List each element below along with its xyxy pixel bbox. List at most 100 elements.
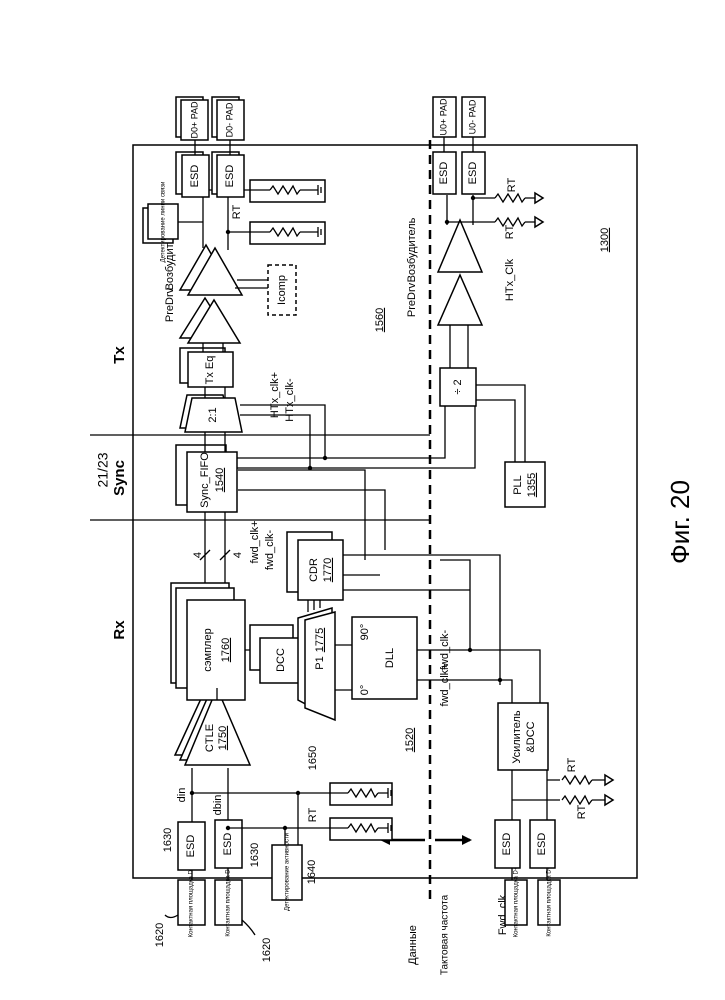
rx-rt-label: RT (307, 807, 319, 822)
fwd-clk-plus-dll-label: fwd_clk+ (439, 663, 451, 706)
dcc-label: DCC (275, 648, 287, 672)
htx-clk-plus-label: HTx_clk+ (269, 372, 281, 418)
clk-tx-rt-label-1: RT (506, 177, 518, 192)
sync-fifo-block (187, 452, 237, 512)
mux-label: 2:1 (207, 407, 219, 422)
resistor-icon (562, 796, 592, 804)
pll-ref: 1355 (526, 473, 538, 497)
rx-esd-plus-label: ESD (185, 835, 197, 858)
page-number: 21/23 (95, 452, 111, 487)
div-to-predrv-wires (450, 325, 468, 368)
htx-clk-label: HTx_Clk (504, 258, 516, 301)
din-label: din (176, 788, 188, 803)
ref-1620-a: 1620 (154, 923, 166, 947)
rx-esd-minus-label: ESD (222, 833, 234, 856)
data-domain-label: Данные (407, 925, 419, 965)
tx-esd-minus-label: ESD (224, 165, 236, 188)
icomp-wires (235, 280, 268, 288)
clk-tx-pad-minus-label: U0- PAD (467, 99, 477, 134)
pll-label: PLL (512, 475, 524, 495)
rx-block-ref: 1520 (404, 728, 416, 752)
tx-rt-box-2 (250, 222, 325, 244)
ref-1650: 1650 (307, 746, 319, 770)
tx-pad-minus-label: D0- PAD (224, 102, 234, 137)
terminal-icon (535, 193, 543, 203)
clk-rt-label-1: RT (566, 757, 578, 772)
dbin-label: dbin (212, 795, 224, 816)
cdr-block (298, 540, 343, 600)
dll-to-pi-wires (335, 645, 352, 690)
clk-esd-minus-label: ESD (536, 833, 548, 856)
bus-width-2: 4 (232, 552, 244, 558)
resistor-icon (495, 194, 525, 202)
clk-driver-output-wires (447, 195, 495, 225)
icomp-label: Icomp (276, 275, 288, 305)
clk-rt-label-2: RT (576, 804, 588, 819)
ref-1630-b: 1630 (249, 843, 261, 867)
pll-to-div-wires (475, 385, 525, 462)
tx-esd-plus-label: ESD (189, 165, 201, 188)
clk-driver-label: Возбудитель (406, 217, 418, 282)
clk-predrv-label: PreDrv (406, 282, 418, 317)
resistor-icon (562, 776, 592, 784)
cdr-ref: 1770 (322, 558, 334, 582)
sampler-block (187, 600, 245, 700)
sampler-to-fifo-bus (200, 505, 230, 583)
sampler-label: сэмплер (202, 628, 214, 671)
ctle-label: CTLE (204, 724, 216, 752)
tx-block-ref: 1560 (374, 308, 386, 332)
dll-label: DLL (384, 648, 396, 668)
tx-rt-label: RT (231, 204, 243, 219)
rx-rt-box-1 (330, 783, 392, 805)
terminal-icon (605, 775, 613, 785)
terminal-icon (535, 217, 543, 227)
ctle-ref: 1750 (217, 726, 229, 750)
clk-esd-plus-label: ESD (501, 833, 513, 856)
clk-rt-wires (592, 780, 605, 800)
clk-tx-esd-plus-label: ESD (438, 162, 450, 185)
activity-detect-label: Детектирование активности (285, 833, 291, 911)
div2-label: ÷ 2 (452, 379, 464, 394)
fwd-clk-plus-label: fwd_clk+ (249, 520, 261, 563)
cdr-label: CDR (308, 558, 320, 582)
bus-width-1: 4 (192, 552, 204, 558)
fifo-ref: 1540 (214, 468, 226, 492)
ref-1640: 1640 (306, 860, 318, 884)
clk-tx-pad-plus-label: U0+ PAD (438, 98, 448, 136)
ref-1630-a: 1630 (162, 828, 174, 852)
pi-label: P1 (314, 656, 326, 669)
section-rx: Rx (111, 620, 128, 640)
amp-dcc-label: &DCC (525, 721, 537, 752)
dll-90-label: 90° (359, 624, 371, 641)
clk-predrv-amplifier (438, 275, 482, 325)
clk-tx-rt-wires (525, 198, 535, 222)
clk-pad-plus-label: Контактная площадка D+ (514, 866, 520, 937)
fifo-label: Sync_FIFO (199, 452, 211, 508)
pi-to-cdr-wires (308, 600, 320, 612)
predrv-label: PreDrv (164, 287, 176, 322)
right-arrow-icon (462, 835, 472, 845)
pi-ref: 1775 (314, 628, 326, 652)
chip-ref: 1300 (599, 228, 611, 252)
link-detect-label: Детектирование линии связи (161, 182, 167, 263)
ref-1620-b: 1620 (261, 938, 273, 962)
clk-driver-amplifier (438, 220, 482, 272)
htx-clk-minus-label: HTx_clk- (284, 378, 296, 422)
clk-tx-esd-minus-label: ESD (467, 162, 479, 185)
tx-pad-plus-label: D0+ PAD (189, 101, 199, 139)
sampler-ref: 1760 (220, 638, 232, 662)
rx-rt-box-2 (330, 818, 392, 840)
fwd-clk-minus-label: fwd_clk- (264, 529, 276, 570)
amp-label: Усилитель (511, 710, 523, 764)
tx-eq-label: Tx Eq (204, 356, 216, 385)
clock-domain-label: Тактовая частота (440, 894, 451, 975)
section-tx: Tx (111, 346, 128, 364)
clk-tx-rt-label-2: RT (504, 224, 516, 239)
amp-dcc-block (498, 703, 548, 770)
section-sync: Sync (111, 460, 128, 496)
figure-label: Фиг. 20 (665, 480, 695, 564)
terminal-icon (605, 795, 613, 805)
tx-rt-box-1 (250, 180, 325, 202)
